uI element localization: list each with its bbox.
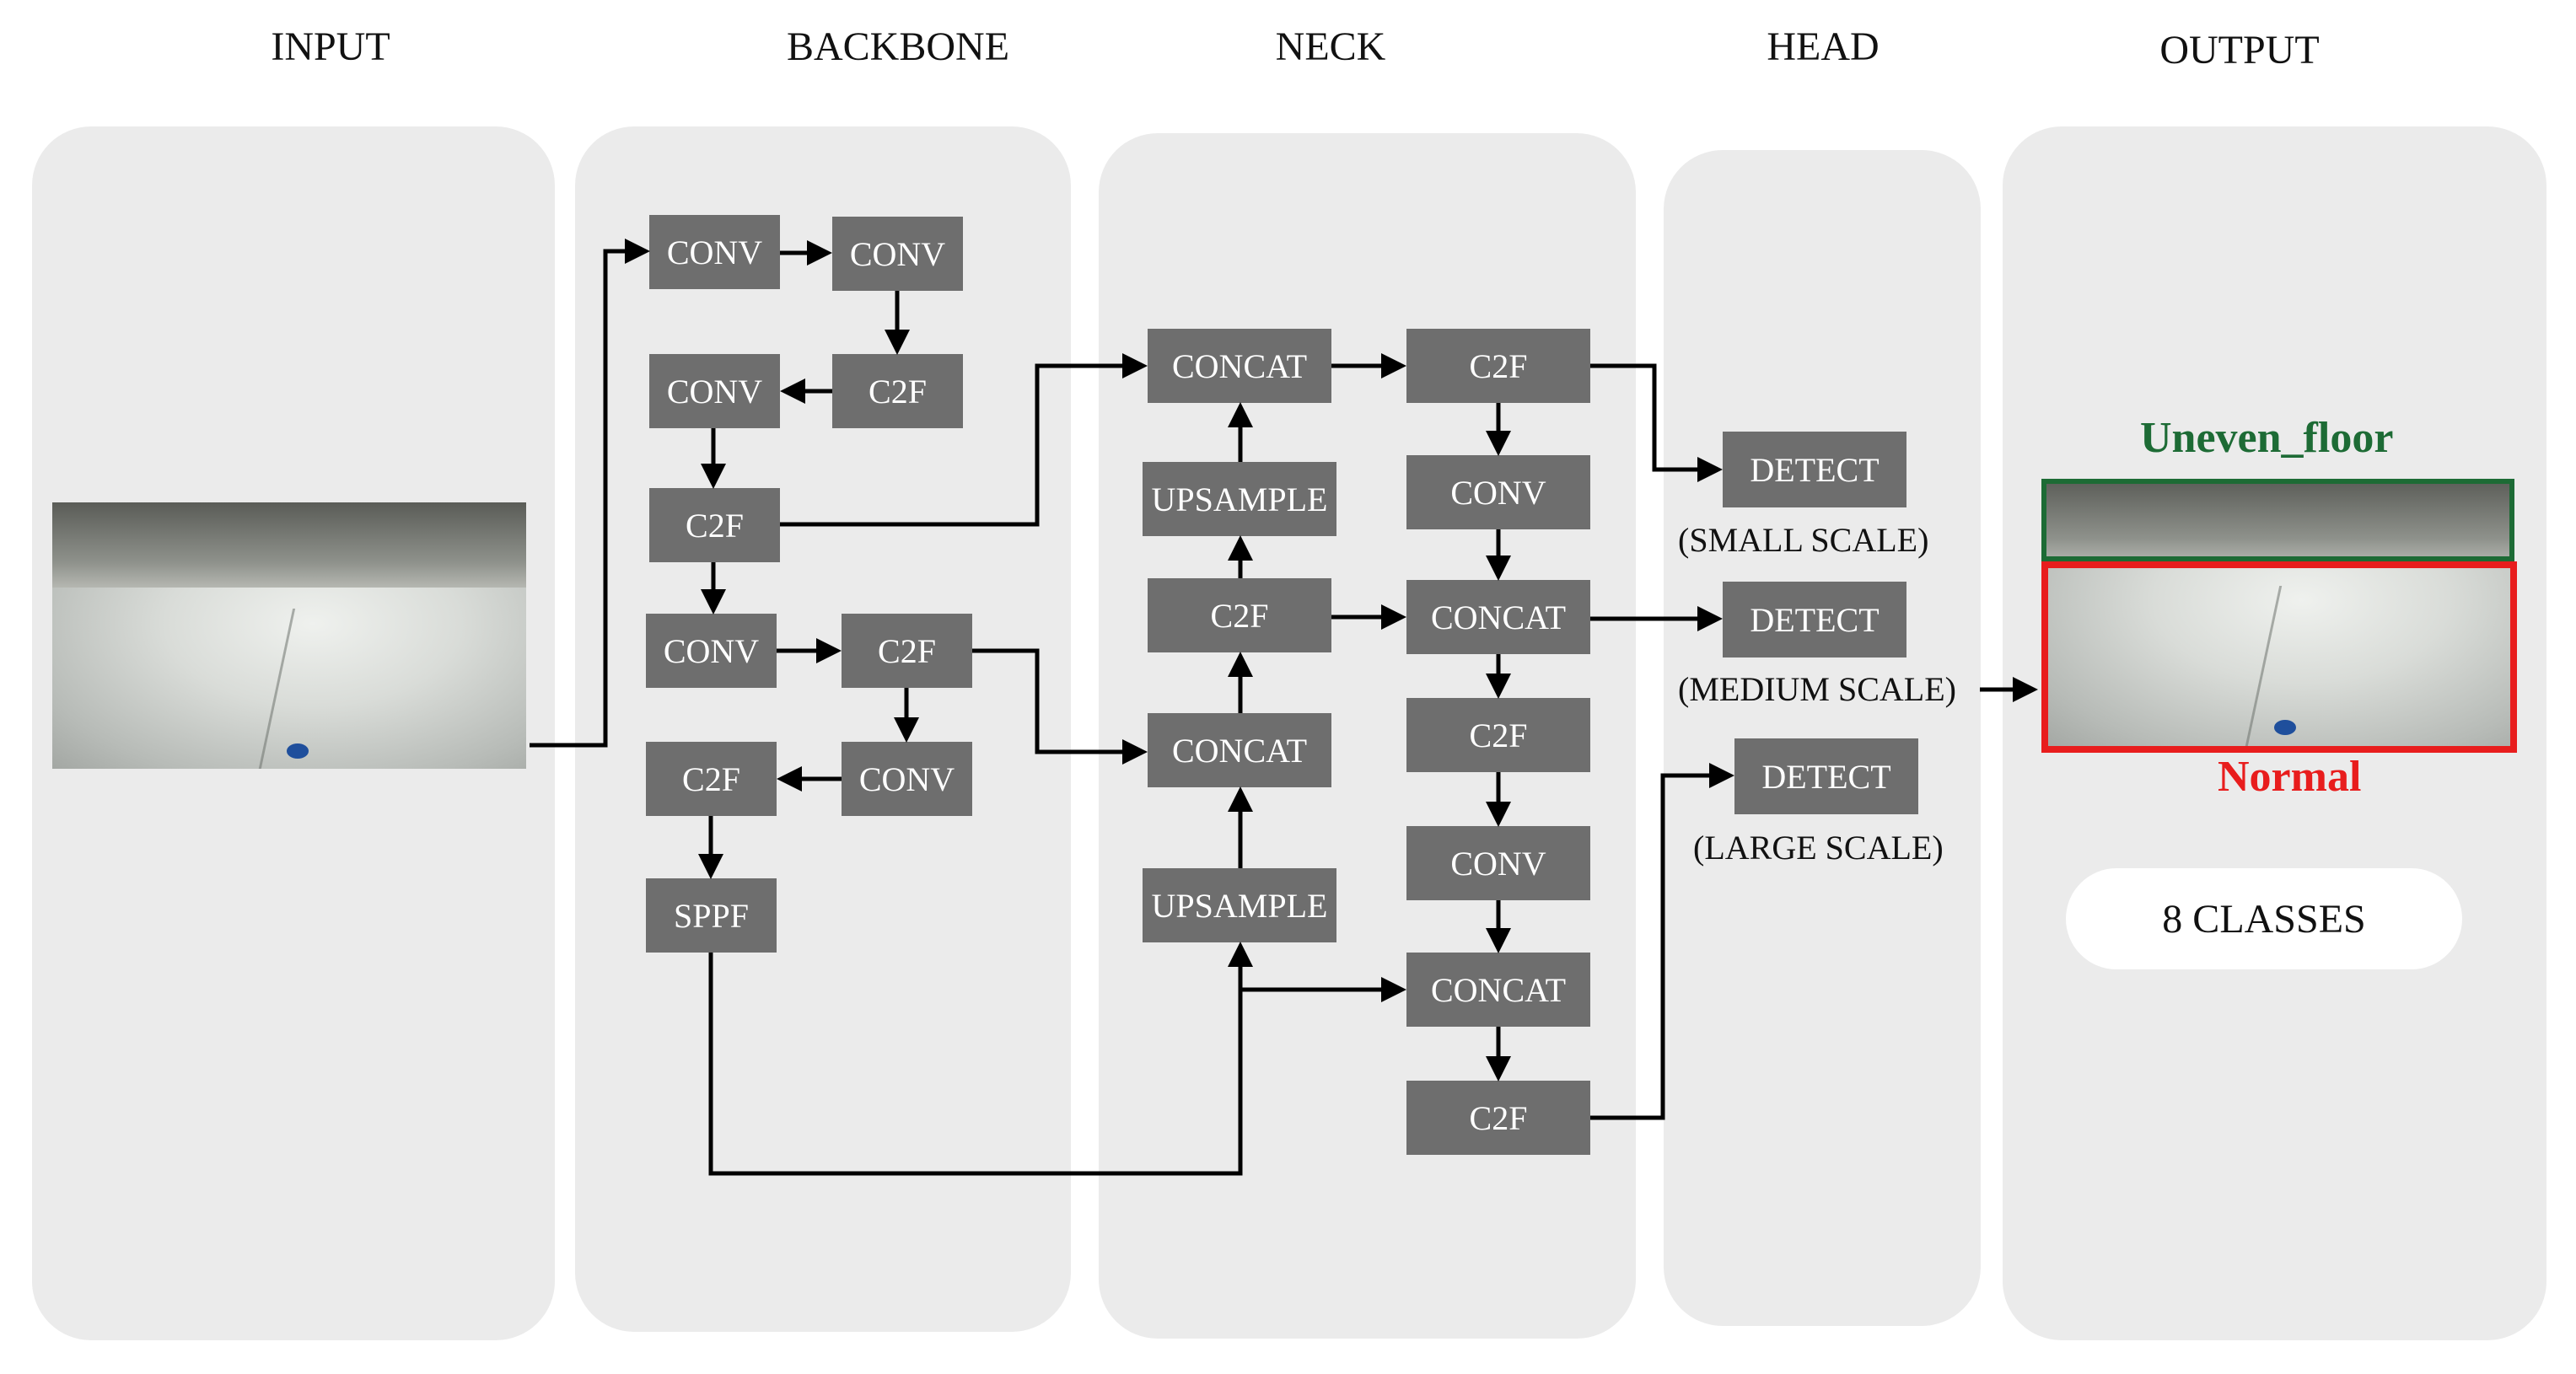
detect-large-caption: (LARGE SCALE) xyxy=(1693,829,1944,867)
neck-concat-3: CONCAT xyxy=(1406,580,1590,654)
backbone-conv-1: CONV xyxy=(649,215,780,289)
uneven-floor-bbox xyxy=(2041,479,2514,561)
neck-concat-4: CONCAT xyxy=(1406,953,1590,1027)
neck-concat-1: CONCAT xyxy=(1148,329,1331,403)
backbone-c2f-4: C2F xyxy=(646,742,777,816)
head-panel xyxy=(1664,150,1981,1326)
backbone-c2f-3: C2F xyxy=(842,614,972,688)
backbone-panel xyxy=(575,126,1071,1332)
neck-c2f-3: C2F xyxy=(1406,698,1590,772)
backbone-c2f-1: C2F xyxy=(832,354,963,428)
neck-c2f-2: C2F xyxy=(1406,329,1590,403)
neck-concat-2: CONCAT xyxy=(1148,713,1331,787)
classes-pill: 8 CLASSES xyxy=(2066,868,2462,969)
backbone-conv-5: CONV xyxy=(842,742,972,816)
detect-small: DETECT xyxy=(1723,432,1906,507)
stage-title-backbone: BACKBONE xyxy=(786,24,1010,69)
normal-bbox xyxy=(2041,561,2517,753)
stage-title-output: OUTPUT xyxy=(2159,28,2320,72)
backbone-conv-2: CONV xyxy=(832,217,963,291)
neck-upsample-2: UPSAMPLE xyxy=(1143,868,1336,942)
detect-small-caption: (SMALL SCALE) xyxy=(1678,521,1929,559)
neck-c2f-1: C2F xyxy=(1148,578,1331,652)
detect-medium: DETECT xyxy=(1723,582,1906,657)
detect-medium-caption: (MEDIUM SCALE) xyxy=(1678,670,1956,708)
neck-c2f-4: C2F xyxy=(1406,1081,1590,1155)
output-floor-image xyxy=(2041,479,2514,746)
neck-conv-1: CONV xyxy=(1406,455,1590,529)
input-floor-image xyxy=(52,502,526,769)
normal-label: Normal xyxy=(2218,753,2362,801)
stage-title-head: HEAD xyxy=(1767,24,1880,69)
uneven-floor-label: Uneven_floor xyxy=(2140,414,2394,462)
neck-upsample-1: UPSAMPLE xyxy=(1143,462,1336,536)
backbone-c2f-2: C2F xyxy=(649,488,780,562)
neck-conv-2: CONV xyxy=(1406,826,1590,900)
detect-large: DETECT xyxy=(1734,738,1918,814)
backbone-sppf: SPPF xyxy=(646,878,777,953)
backbone-conv-3: CONV xyxy=(649,354,780,428)
backbone-conv-4: CONV xyxy=(646,614,777,688)
stage-title-input: INPUT xyxy=(271,24,390,69)
stage-title-neck: NECK xyxy=(1275,24,1386,69)
